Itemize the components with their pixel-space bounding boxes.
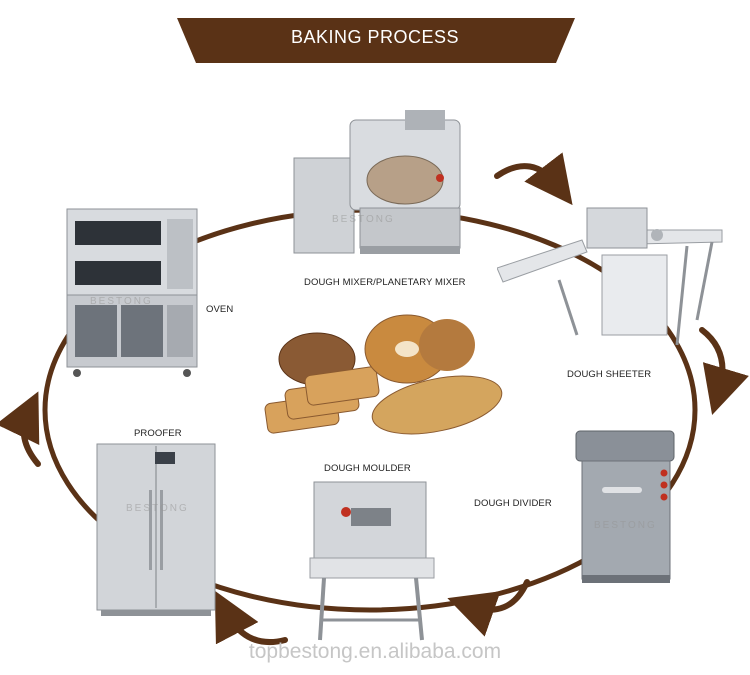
watermark-text: BESTONG xyxy=(332,214,395,225)
dough-sheeter-icon xyxy=(497,200,727,355)
step-label-proofer: PROOFER xyxy=(134,428,182,439)
oven-icon xyxy=(63,205,200,380)
watermark-text: BESTONG xyxy=(594,520,657,531)
arrow-moulder-to-proofer xyxy=(226,612,285,642)
dough-mixer-icon xyxy=(290,108,470,268)
step-label-divider: DOUGH DIVIDER xyxy=(474,498,552,509)
step-label-oven: OVEN xyxy=(206,304,233,315)
watermark-text: BESTONG xyxy=(90,296,153,307)
dough-divider-icon xyxy=(572,425,678,587)
step-label-mixer: DOUGH MIXER/PLANETARY MIXER xyxy=(304,277,466,288)
proofer-icon xyxy=(93,440,219,618)
watermark-text: BESTONG xyxy=(126,503,189,514)
arrow-proofer-to-oven xyxy=(24,413,38,464)
dough-moulder-icon xyxy=(306,480,440,646)
step-label-moulder: DOUGH MOULDER xyxy=(324,463,411,474)
step-label-sheeter: DOUGH SHEETER xyxy=(567,369,651,380)
arrow-mixer-to-sheeter xyxy=(497,166,558,186)
footer-url: topbestong.en.alibaba.com xyxy=(0,640,750,664)
bread-icon xyxy=(262,307,504,447)
